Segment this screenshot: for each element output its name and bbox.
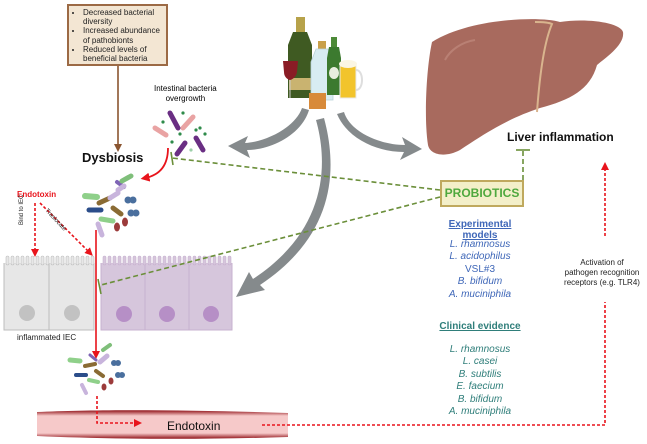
microvillus <box>70 255 75 266</box>
clinical-strain: A. muciniphila <box>448 406 512 418</box>
overgrowth-bacteria-icon <box>152 110 207 157</box>
prr-label-line: pathogen recognition <box>564 268 640 277</box>
prr-label-line: receptors (e.g. TLR4) <box>564 278 640 287</box>
microvillus <box>55 255 60 266</box>
dysbiosis-feature: Increased abundance of pathobionts <box>83 26 163 44</box>
microvillus <box>167 255 172 266</box>
vessel-endotoxin-label: Endotoxin <box>167 419 221 433</box>
arrow-to-bacteria <box>228 108 309 158</box>
microvillus <box>212 255 217 266</box>
microvillus <box>75 255 80 266</box>
microvillus <box>80 255 85 266</box>
microvillus <box>122 255 127 266</box>
microvillus <box>147 255 152 266</box>
epithelium-inhibition-bar <box>97 278 102 295</box>
overgrowth-to-dysbiosis-arrow <box>140 147 169 182</box>
overgrowth-label: Intestinal bacteria overgrowth <box>154 84 217 104</box>
translocated-bacteria-icon <box>67 343 125 395</box>
microvillus <box>25 255 30 266</box>
microvillus <box>20 255 25 266</box>
prr-label-line: Activation of <box>580 258 624 267</box>
microvillus <box>152 255 157 266</box>
clinical-evidence-list: L. rhamnosus L. casei B. subtilis E. fae… <box>430 344 530 418</box>
clinical-strain: E. faecium <box>456 381 504 393</box>
microvillus <box>65 255 70 266</box>
prr-activation-label: Activation of pathogen recognition recep… <box>552 258 647 288</box>
blood-to-prr-line <box>262 302 606 426</box>
clinical-strain: B. subtilis <box>458 368 502 380</box>
microvillus <box>102 255 107 266</box>
microvillus <box>10 255 15 266</box>
microvillus <box>60 255 65 266</box>
experimental-strain: B. bifidum <box>457 276 503 288</box>
dysbiosis-feature: Decreased bacterial diversity <box>83 8 163 26</box>
experimental-strain: L. acidophilus <box>449 251 511 263</box>
bacteria-to-blood-arrow <box>96 396 142 427</box>
microvillus <box>157 255 162 266</box>
dysbiosis-inhibition-bar <box>170 151 174 166</box>
dysbiosis-features-box: Decreased bacterial diversity Increased … <box>67 4 168 66</box>
clinical-strain: L. casei <box>462 356 498 368</box>
probiotic-inhibition-lines <box>100 151 524 286</box>
microvillus <box>30 255 35 266</box>
microvillus <box>35 255 40 266</box>
microvillus <box>112 255 117 266</box>
microvillus <box>162 255 167 266</box>
liver-inflammation-label: Liver inflammation <box>507 130 614 144</box>
bind-to-iec-label: Bind to IEC <box>19 194 25 225</box>
microvillus <box>50 255 55 266</box>
dysbiosis-label: Dysbiosis <box>82 150 144 165</box>
dysbiosis-feature: Reduced levels of beneficial bacteria <box>83 45 163 63</box>
arrow-to-liver <box>337 112 422 160</box>
dysbiosis-bacteria-icon <box>82 173 140 238</box>
healthy-epithelial-cells <box>100 263 233 331</box>
microvillus <box>227 255 232 266</box>
probiotics-box: PROBIOTICS <box>440 180 524 207</box>
microvillus <box>177 255 182 266</box>
microvillus <box>85 255 90 266</box>
alcohol-effect-arrows <box>228 108 422 297</box>
experimental-models-heading: Experimental models <box>448 219 512 241</box>
microvillus <box>107 255 112 266</box>
clinical-strain: B. bifidum <box>457 393 503 405</box>
microvillus <box>5 255 10 266</box>
experimental-strain: L. rhamnosus <box>449 239 511 250</box>
arrow-to-epithelium <box>236 118 331 297</box>
overgrowth-label-line: overgrowth <box>165 94 206 103</box>
blood-vessel <box>37 410 288 439</box>
microvillus <box>187 255 192 266</box>
microvillus <box>222 255 227 266</box>
microvillus <box>90 255 95 266</box>
experimental-models-list: L. rhamnosus L. acidophilus VSL#3 B. bif… <box>430 239 530 301</box>
alcohol-beverages-illustration <box>283 17 363 109</box>
microvillus <box>142 255 147 266</box>
liver-illustration <box>425 19 624 155</box>
inflamed-iec-label: inflammated IEC <box>17 333 77 342</box>
microvillus <box>172 255 177 266</box>
experimental-strain: A. muciniphila <box>448 288 512 300</box>
microvillus <box>40 255 45 266</box>
microvillus <box>117 255 122 266</box>
microvillus <box>217 255 222 266</box>
translocate-arrow <box>39 202 93 256</box>
inflamed-epithelial-cells <box>3 263 95 331</box>
microvillus <box>137 255 142 266</box>
endotoxin-label: Endotoxin <box>17 190 57 199</box>
microvillus <box>132 255 137 266</box>
clinical-strain: L. rhamnosus <box>449 344 511 355</box>
microvillus <box>127 255 132 266</box>
clinical-evidence-heading: Clinical evidence <box>439 321 521 332</box>
microvillus <box>15 255 20 266</box>
microvillus <box>207 255 212 266</box>
overgrowth-label-line: Intestinal bacteria <box>154 84 217 93</box>
microvillus <box>45 255 50 266</box>
experimental-strain: VSL#3 <box>464 263 496 275</box>
